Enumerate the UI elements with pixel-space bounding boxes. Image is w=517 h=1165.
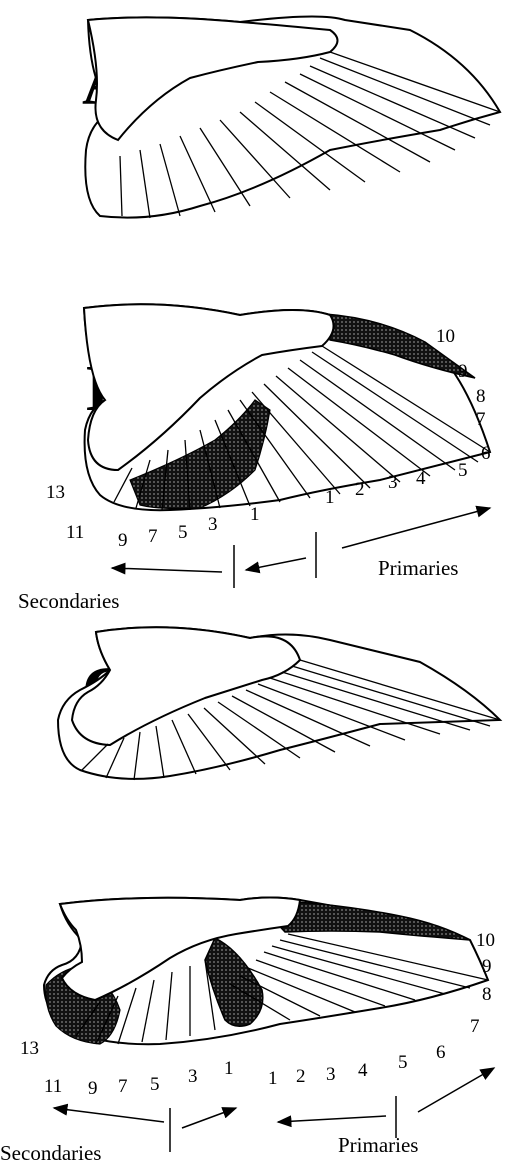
- panel-c: C: [58, 627, 500, 780]
- wing-b: [84, 304, 490, 510]
- secondaries-caption: Secondaries: [0, 1141, 101, 1165]
- primaries-arrow: [418, 1068, 494, 1112]
- primaries-caption: Primaries: [338, 1133, 418, 1157]
- inward-arrow: [246, 558, 306, 570]
- primary-number: 8: [476, 386, 486, 407]
- secondary-number: 1: [250, 504, 260, 525]
- primary-number: 6: [436, 1042, 446, 1063]
- primary-number: 6: [481, 443, 491, 464]
- primary-number: 5: [458, 460, 468, 481]
- primary-number: 3: [388, 472, 398, 493]
- primary-number: 9: [482, 956, 492, 977]
- panel-a: A: [82, 16, 500, 218]
- secondary-number: 13: [20, 1038, 39, 1059]
- primary-number: 7: [476, 409, 486, 430]
- panel-b: B: [18, 304, 491, 613]
- secondaries-arrow: [54, 1108, 164, 1122]
- secondary-number: 9: [88, 1078, 98, 1099]
- secondaries-caption: Secondaries: [18, 589, 119, 613]
- wing-c: [58, 627, 500, 780]
- primary-number: 4: [416, 468, 426, 489]
- primary-number: 9: [458, 361, 468, 382]
- primary-number: 1: [325, 487, 335, 508]
- secondary-numbers-d: 13 11 9 7 5 3 1: [20, 1038, 234, 1099]
- outward-arrow: [182, 1108, 236, 1128]
- primary-number: 2: [296, 1066, 306, 1087]
- panel-d: D: [0, 898, 495, 1165]
- inward-arrow: [278, 1116, 386, 1122]
- secondary-number: 1: [224, 1058, 234, 1079]
- secondary-number: 9: [118, 530, 128, 551]
- primary-number: 3: [326, 1064, 336, 1085]
- secondary-number: 5: [150, 1074, 160, 1095]
- primary-number: 10: [476, 930, 495, 951]
- secondary-number: 3: [188, 1066, 198, 1087]
- secondary-number: 3: [208, 514, 218, 535]
- secondary-number: 7: [118, 1076, 128, 1097]
- primaries-arrow: [342, 508, 490, 548]
- primary-number: 10: [436, 326, 455, 347]
- primary-number: 2: [355, 479, 365, 500]
- secondary-number: 11: [66, 522, 84, 543]
- primary-number: 5: [398, 1052, 408, 1073]
- secondary-number: 11: [44, 1076, 62, 1097]
- primary-number: 8: [482, 984, 492, 1005]
- secondary-number: 5: [178, 522, 188, 543]
- secondaries-arrow: [112, 568, 222, 572]
- wing-d: [44, 898, 488, 1045]
- primary-number: 4: [358, 1060, 368, 1081]
- primaries-caption: Primaries: [378, 556, 458, 580]
- primary-number: 1: [268, 1068, 278, 1089]
- secondary-number: 7: [148, 526, 158, 547]
- primary-number: 7: [470, 1016, 480, 1037]
- secondary-number: 13: [46, 482, 65, 503]
- wing-a: [85, 16, 500, 218]
